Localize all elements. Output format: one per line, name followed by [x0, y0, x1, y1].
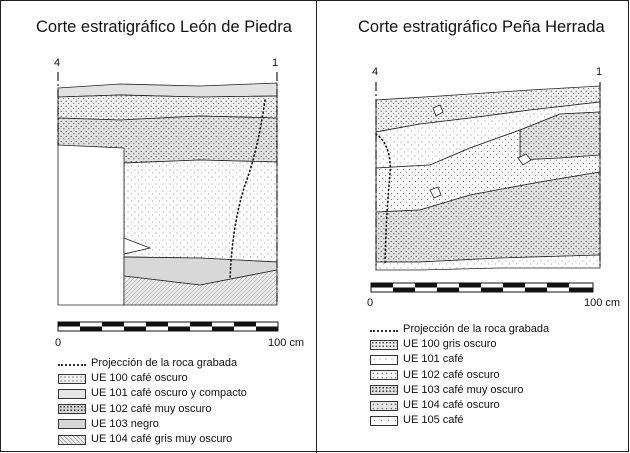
legend-item: Projección de la roca grabada: [370, 322, 549, 337]
left-legend: Projección de la roca grabada UE 100 caf…: [58, 356, 247, 447]
left-layer-top: [57, 82, 278, 98]
legend-label: UE 105 café: [403, 414, 464, 427]
pattern-swatch: [58, 434, 86, 445]
pattern-swatch: [58, 404, 86, 415]
left-scale-bar: [57, 321, 279, 332]
right-section: [375, 82, 601, 271]
left-scale-start: 0: [55, 337, 62, 349]
right-marker-4: 4: [372, 66, 379, 78]
dotted-line-swatch: [370, 324, 398, 332]
right-rock-3: [429, 186, 442, 199]
pattern-swatch: [58, 373, 86, 384]
legend-item: UE 100 gris oscuro: [370, 337, 549, 352]
legend-label: UE 103 café muy oscuro: [403, 383, 524, 396]
right-scale-end: 100 cm: [584, 297, 621, 309]
legend-item: UE 103 negro: [58, 417, 247, 432]
legend-item: UE 103 café muy oscuro: [370, 383, 549, 398]
legend-label: UE 104 café oscuro: [403, 398, 500, 411]
legend-label: UE 103 negro: [91, 417, 159, 430]
legend-item: UE 105 café: [370, 413, 549, 428]
right-layer-ue105: [375, 254, 601, 271]
legend-label: UE 102 café oscuro: [403, 368, 500, 381]
right-scale-start: 0: [367, 297, 374, 309]
pattern-swatch: [370, 370, 398, 381]
left-title: Corte estratigráfico León de Piedra: [36, 18, 292, 36]
right-title: Corte estratigráfico Peña Herrada: [358, 18, 605, 36]
right-scale-bar: [370, 282, 594, 293]
legend-label: Projección de la roca grabada: [403, 323, 550, 335]
legend-item: UE 101 café: [370, 352, 549, 367]
pattern-swatch: [370, 354, 398, 365]
left-rock-triangle: [123, 237, 152, 255]
legend-label: UE 104 café gris muy oscuro: [91, 432, 233, 445]
pattern-swatch: [370, 415, 398, 426]
left-marker-1: 1: [272, 57, 279, 69]
legend-item: UE 101 café oscuro y compacto: [58, 386, 247, 401]
right-legend: Projección de la roca grabada UE 100 gri…: [370, 322, 549, 428]
left-layer-ue104: [123, 269, 278, 306]
legend-item: UE 102 café muy oscuro: [58, 402, 247, 417]
legend-item: Projección de la roca grabada: [58, 356, 247, 371]
pattern-swatch: [370, 385, 398, 396]
legend-label: UE 100 gris oscuro: [403, 338, 497, 351]
legend-label: UE 101 café oscuro y compacto: [91, 387, 247, 400]
legend-label: UE 100 café oscuro: [91, 372, 188, 385]
pattern-swatch: [370, 400, 398, 411]
legend-label: Projección de la roca grabada: [91, 357, 238, 369]
left-scale-end: 100 cm: [268, 337, 305, 349]
right-marker-1: 1: [596, 66, 603, 78]
left-layer-ue100: [57, 94, 278, 121]
right-rock-1: [432, 104, 444, 117]
legend-item: UE 104 café oscuro: [370, 398, 549, 413]
right-rock-2: [517, 153, 532, 166]
pattern-swatch: [58, 388, 86, 399]
left-section: [57, 72, 278, 306]
left-marker-4: 4: [54, 57, 61, 69]
legend-label: UE 101 café: [403, 353, 464, 366]
left-projection-curve: [229, 99, 266, 281]
pattern-swatch: [58, 419, 86, 430]
legend-item: UE 100 café oscuro: [58, 371, 247, 386]
legend-label: UE 102 café muy oscuro: [91, 402, 212, 415]
right-projection-curve: [375, 133, 392, 266]
panel-divider: [316, 0, 317, 453]
legend-item: UE 102 café oscuro: [370, 368, 549, 383]
dotted-line-swatch: [58, 358, 86, 366]
pattern-swatch: [370, 339, 398, 350]
legend-item: UE 104 café gris muy oscuro: [58, 432, 247, 447]
left-void: [57, 144, 125, 306]
